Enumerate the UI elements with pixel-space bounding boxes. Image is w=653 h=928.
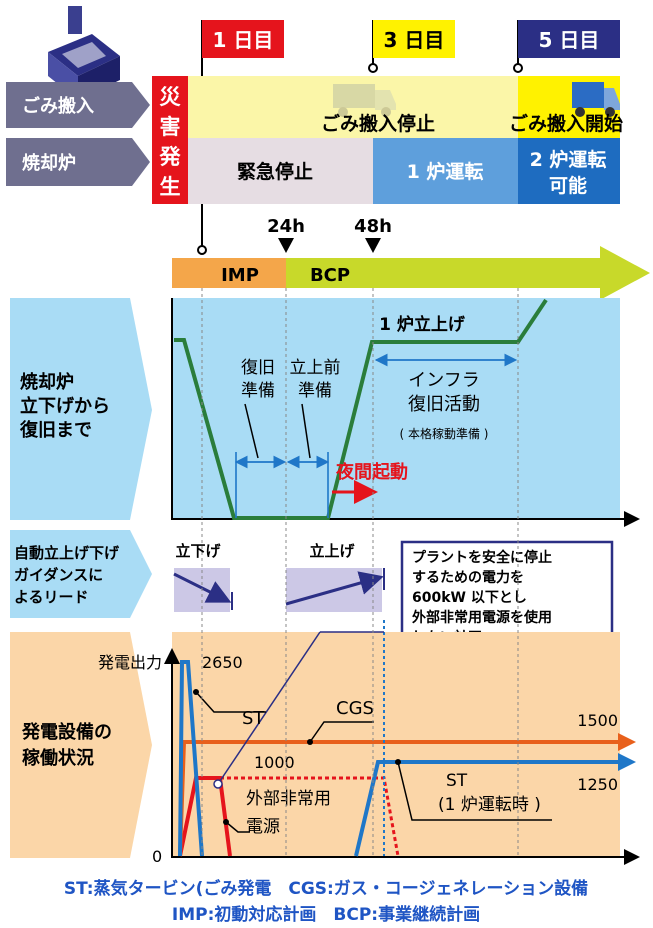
note-text: するための電力を [412,569,524,586]
note-text: 外部非常用電源を使用 [412,609,552,626]
section2-label: ガイダンスに [14,566,103,584]
infra-label: 復旧活動 [408,394,480,415]
section3-label: 稼働状況 [22,747,94,769]
value-1500: 1500 [577,711,618,730]
t48-label: 48h [354,216,392,237]
emergency-stop-band [188,138,373,204]
day5-flag [518,20,620,58]
day1-flag [202,20,284,58]
waste-row-label: ごみ搬入 [22,95,94,117]
infra-label: インフラ [408,370,479,391]
section2-label-bg [10,530,152,618]
st2-label: (1 炉運転時 ) [438,795,541,815]
waste-stop-text: ごみ搬入停止 [321,112,435,135]
restore-prep-label: 復旧 [241,358,275,378]
disaster-char: 災 [160,85,182,109]
day1-label: 1 日目 [213,28,274,52]
up-label: 立上げ [309,542,355,560]
two-furnace-band [518,138,620,204]
st-restart-curve [354,760,618,857]
imp-label: IMP [221,265,259,286]
one-furnace-text: 1 炉運転 [407,160,484,183]
t24-marker [278,238,294,253]
t48-marker [365,238,381,253]
bcp-arrow [286,246,650,300]
section2-label: 自動立上げ下げ [14,544,120,562]
two-furnace-text: 可能 [549,174,587,197]
emergency-stop-text: 緊急停止 [237,160,313,183]
truck-icon [333,84,396,117]
note-text: プラントを安全に停止 [412,549,552,566]
startup-label: 1 炉立上げ [379,314,466,335]
down-label: 立下げ [175,542,221,560]
incinerator-row-label: 焼却炉 [22,152,76,174]
incinerator-row-label-bg [6,138,150,186]
value-1250: 1250 [577,775,618,794]
bcp-label: BCP [310,265,350,286]
cgs-label: CGS [336,698,374,719]
section3-label: 発電設備の [21,721,112,743]
restore-prep-label: 準備 [241,381,275,401]
t24-label: 24h [267,216,305,237]
disaster-block [152,76,188,204]
one-furnace-band [373,138,518,204]
disaster-char: 発 [159,145,182,169]
night-start-label: 夜間起動 [335,461,408,483]
ext-power-label: 電源 [246,817,280,837]
imp-band [172,258,286,288]
two-furnace-text: 2 炉運転 [530,148,607,171]
waste-row-label-bg [6,82,150,128]
prestart-prep-label: 立上前 [290,358,341,378]
ext-power-label: 外部非常用 [246,789,331,809]
day3-label: 3 日目 [384,28,445,52]
disaster-char: 生 [160,175,181,199]
value-1000: 1000 [254,753,295,772]
st2-label: ST [446,771,468,791]
value-0: 0 [152,847,162,866]
waste-start-text: ごみ搬入開始 [509,112,623,135]
section3-label-bg [10,632,152,858]
infra-note: ( 本格稼動準備 ) [400,426,489,441]
value-2650: 2650 [202,653,243,672]
section1-label: 立下げから [20,395,110,417]
section2-label: よるリード [14,588,89,606]
day5-label: 5 日目 [539,28,600,52]
day3-flag [373,20,455,58]
note-text: 600kW 以下とし [412,590,527,606]
footer-line2: IMP:初動対応計画 BCP:事業継続計画 [172,904,480,925]
y-axis-label: 発電出力 [98,653,162,672]
prestart-prep-label: 準備 [298,381,332,401]
st-label: ST [242,708,265,729]
section1-label: 復旧まで [19,419,92,441]
truck-icon [572,82,620,117]
footer-line1: ST:蒸気タービン(ごみ発電 CGS:ガス・コージェネレーション設備 [64,878,588,899]
section1-label: 焼却炉 [20,371,74,393]
st-curve [178,660,204,857]
disaster-char: 害 [160,115,181,139]
ext-power-curve [178,776,232,857]
section1-label-bg [10,298,152,520]
